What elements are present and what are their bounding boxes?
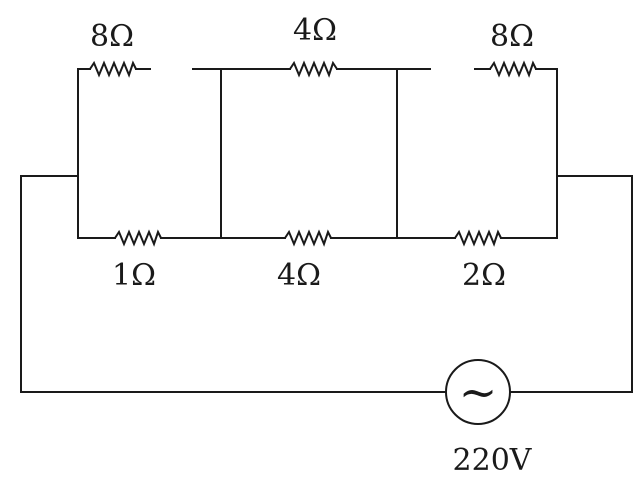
source-loop [20, 175, 633, 393]
ac-source: ~ [445, 359, 511, 425]
resistor-bottom-right [454, 229, 502, 247]
resistor-top-middle [289, 60, 338, 78]
ac-source-circle [445, 359, 511, 425]
label-top-middle: 4Ω [293, 13, 337, 48]
resistor-bottom-middle [284, 229, 332, 247]
label-source-voltage: 220V [453, 443, 533, 478]
label-bottom-right: 2Ω [462, 258, 506, 293]
resistor-top-right [489, 60, 537, 78]
resistor-top-left [89, 60, 137, 78]
resistor-symbols [89, 60, 537, 247]
label-top-left: 8Ω [90, 19, 134, 54]
label-bottom-left: 1Ω [112, 258, 156, 293]
vertical-wires [77, 68, 558, 239]
resistor-bottom-left [114, 229, 162, 247]
label-bottom-middle: 4Ω [277, 258, 321, 293]
label-top-right: 8Ω [490, 19, 534, 54]
resistor-labels: 8Ω 4Ω 8Ω 1Ω 4Ω 2Ω [90, 13, 534, 293]
ac-tilde-icon: ~ [459, 365, 498, 419]
